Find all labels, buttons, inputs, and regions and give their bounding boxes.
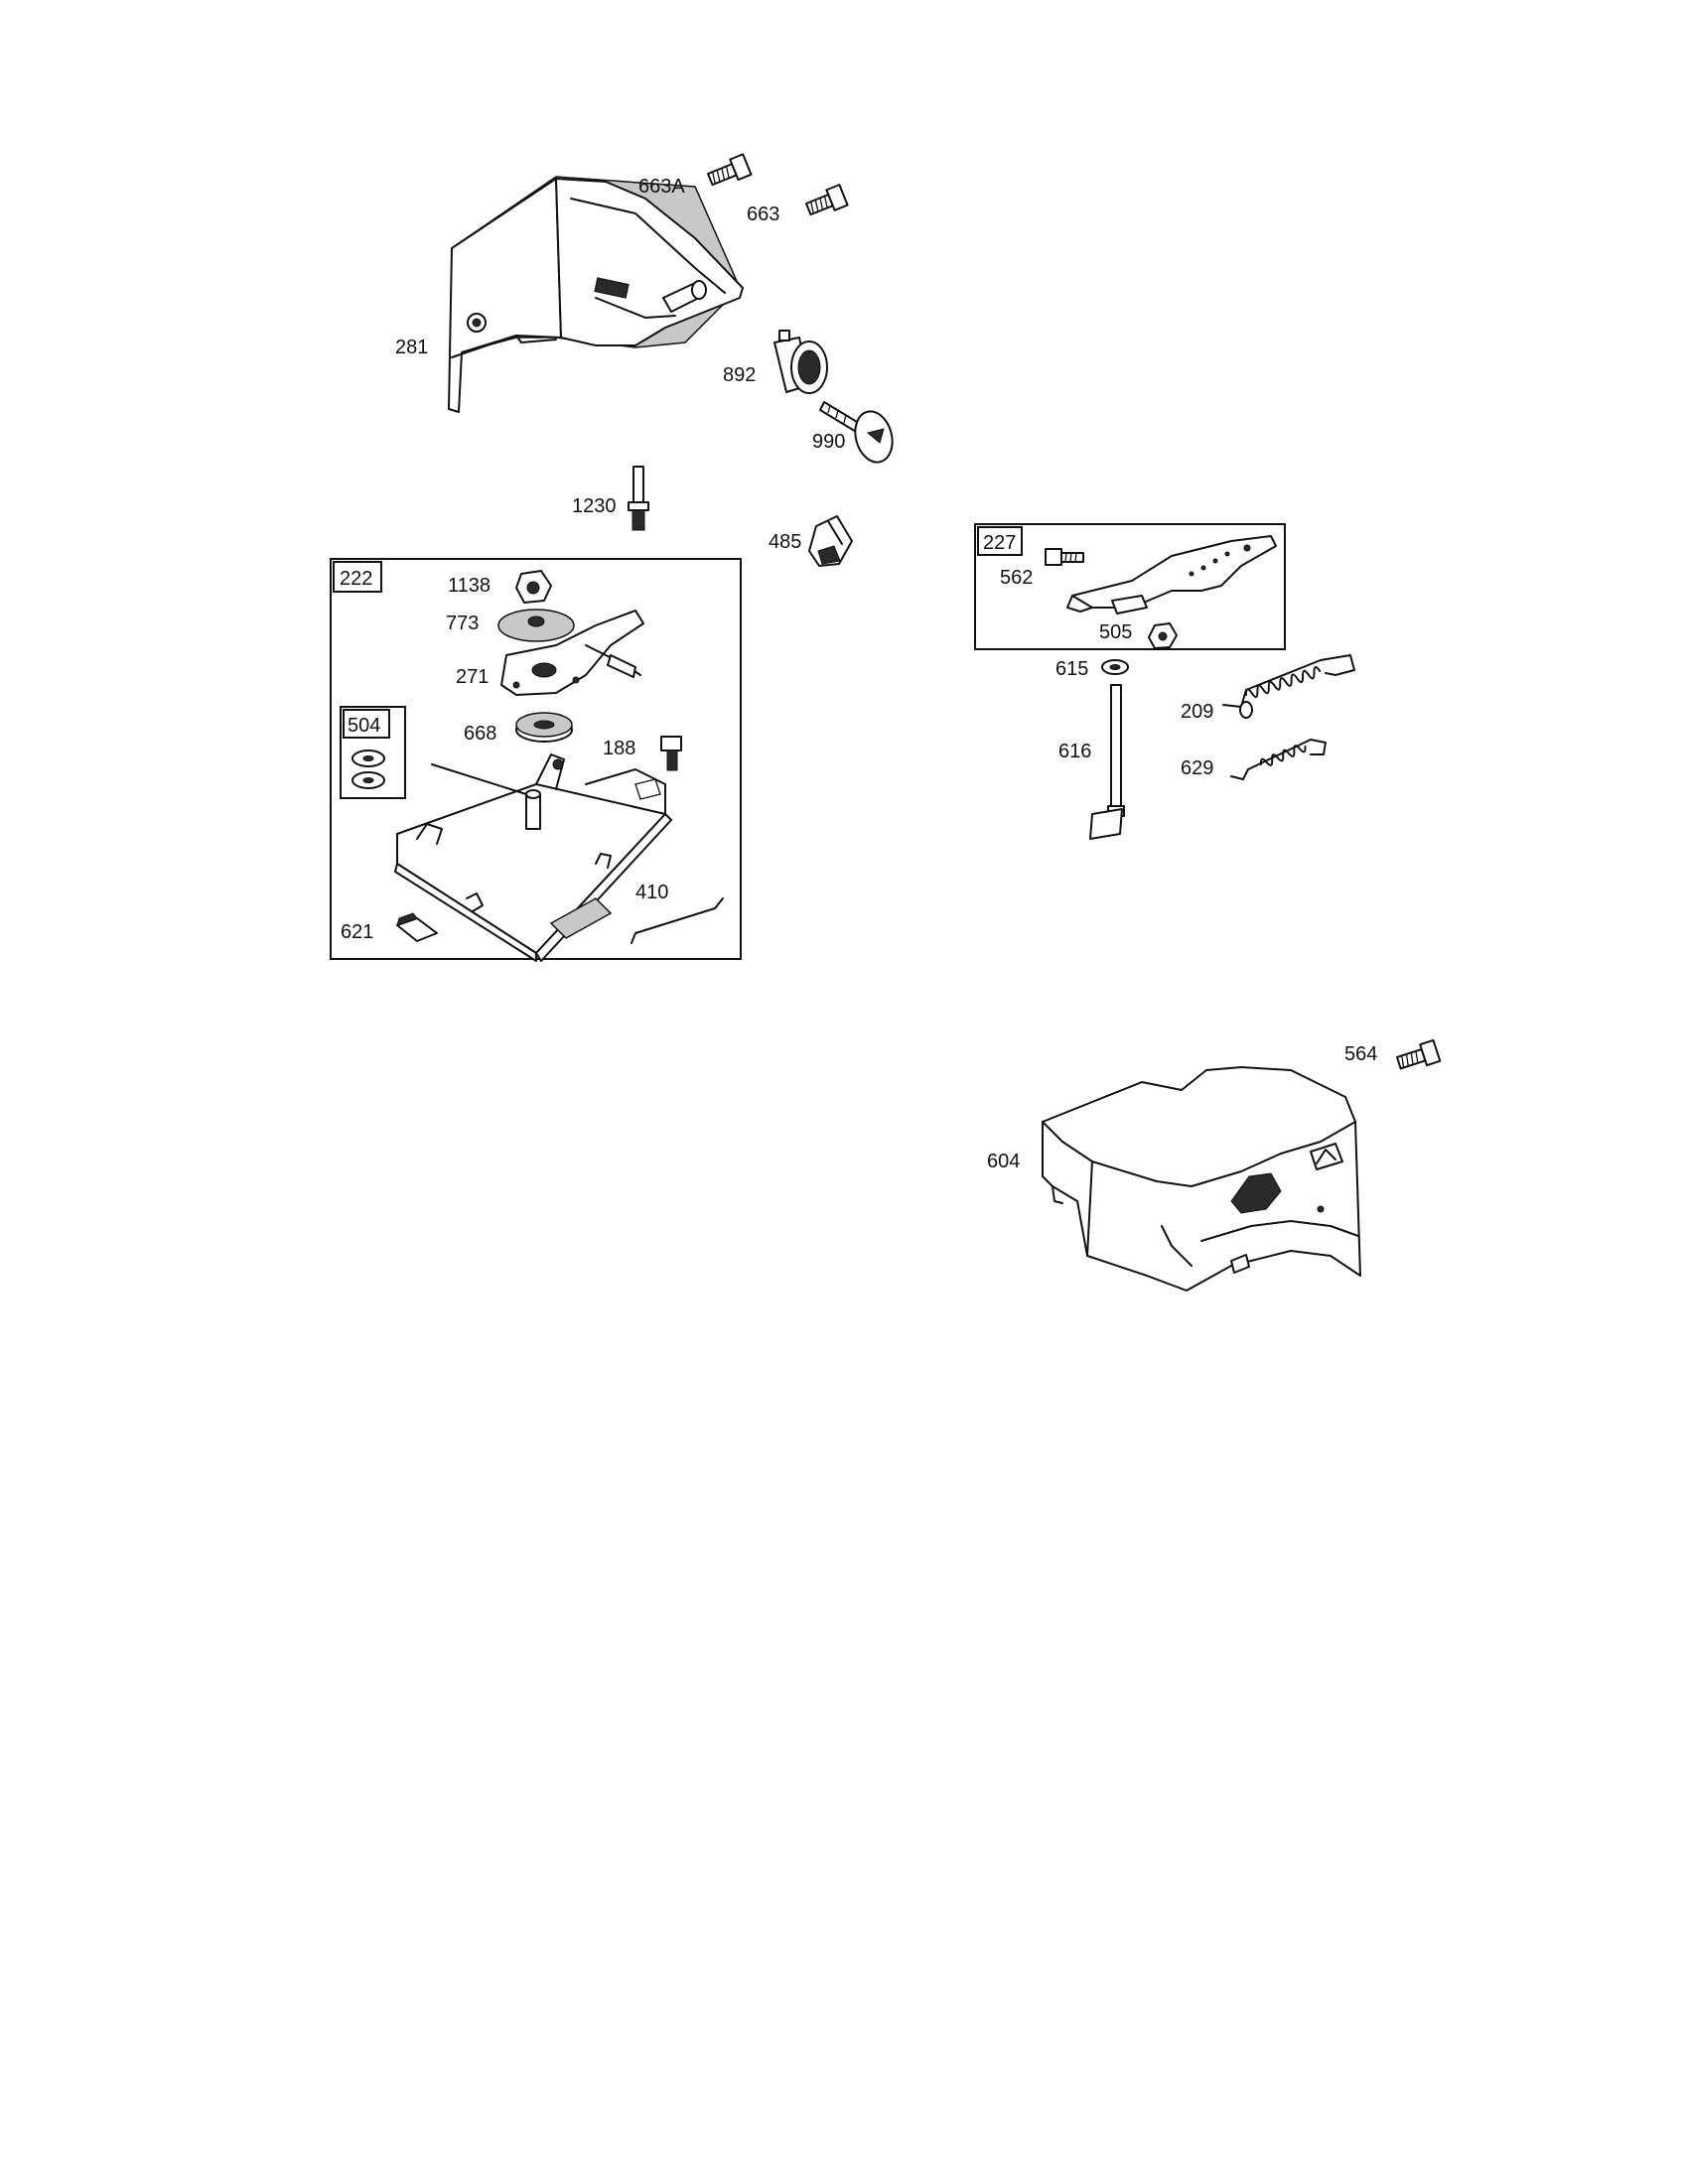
part-773-washer bbox=[497, 609, 575, 642]
label-990: 990 bbox=[812, 431, 845, 453]
label-271: 271 bbox=[456, 666, 489, 688]
part-271-lever bbox=[500, 610, 644, 696]
label-188: 188 bbox=[603, 738, 635, 759]
part-663A-screw bbox=[707, 153, 753, 187]
label-209: 209 bbox=[1181, 701, 1213, 723]
part-1230-stud bbox=[628, 466, 649, 531]
label-505: 505 bbox=[1099, 621, 1132, 643]
label-562: 562 bbox=[1000, 567, 1033, 589]
part-668-pulley bbox=[515, 712, 573, 743]
part-663-screw bbox=[805, 184, 849, 216]
label-410: 410 bbox=[635, 882, 668, 903]
box-label-227: 227 bbox=[983, 532, 1016, 554]
part-281-cover bbox=[448, 176, 744, 413]
label-604: 604 bbox=[987, 1151, 1020, 1172]
part-562-bolt bbox=[1045, 548, 1084, 566]
label-668: 668 bbox=[464, 723, 496, 745]
label-663A: 663A bbox=[638, 176, 685, 198]
part-629-spring bbox=[1230, 739, 1327, 780]
control-bracket bbox=[394, 753, 672, 962]
part-505-nut bbox=[1148, 622, 1178, 649]
part-621-clip bbox=[396, 912, 438, 942]
part-564-screw bbox=[1396, 1038, 1442, 1070]
box-504 bbox=[340, 706, 406, 799]
part-410-rod bbox=[631, 897, 724, 944]
label-1230: 1230 bbox=[572, 495, 617, 517]
label-1138: 1138 bbox=[448, 575, 491, 597]
label-616: 616 bbox=[1058, 741, 1091, 762]
part-616-shaft bbox=[1089, 684, 1125, 840]
part-227-lever bbox=[1066, 535, 1277, 614]
part-604-housing bbox=[1042, 1066, 1361, 1292]
box-label-222: 222 bbox=[340, 568, 372, 590]
label-663: 663 bbox=[747, 204, 779, 225]
label-485: 485 bbox=[769, 531, 801, 553]
label-892: 892 bbox=[723, 364, 756, 386]
label-773: 773 bbox=[446, 613, 479, 634]
label-621: 621 bbox=[341, 921, 373, 943]
part-990-key bbox=[819, 401, 894, 464]
label-281: 281 bbox=[395, 337, 428, 358]
part-209-spring bbox=[1222, 654, 1355, 719]
part-485-clip bbox=[808, 515, 853, 567]
part-892-switch bbox=[773, 330, 828, 394]
label-629: 629 bbox=[1181, 757, 1213, 779]
part-615-washer bbox=[1101, 659, 1129, 675]
part-188-screw bbox=[660, 736, 682, 771]
label-564: 564 bbox=[1344, 1043, 1377, 1065]
box-227 bbox=[974, 523, 1286, 650]
box-label-504: 504 bbox=[348, 715, 380, 737]
part-1138-nut bbox=[515, 570, 552, 604]
label-615: 615 bbox=[1055, 658, 1088, 680]
